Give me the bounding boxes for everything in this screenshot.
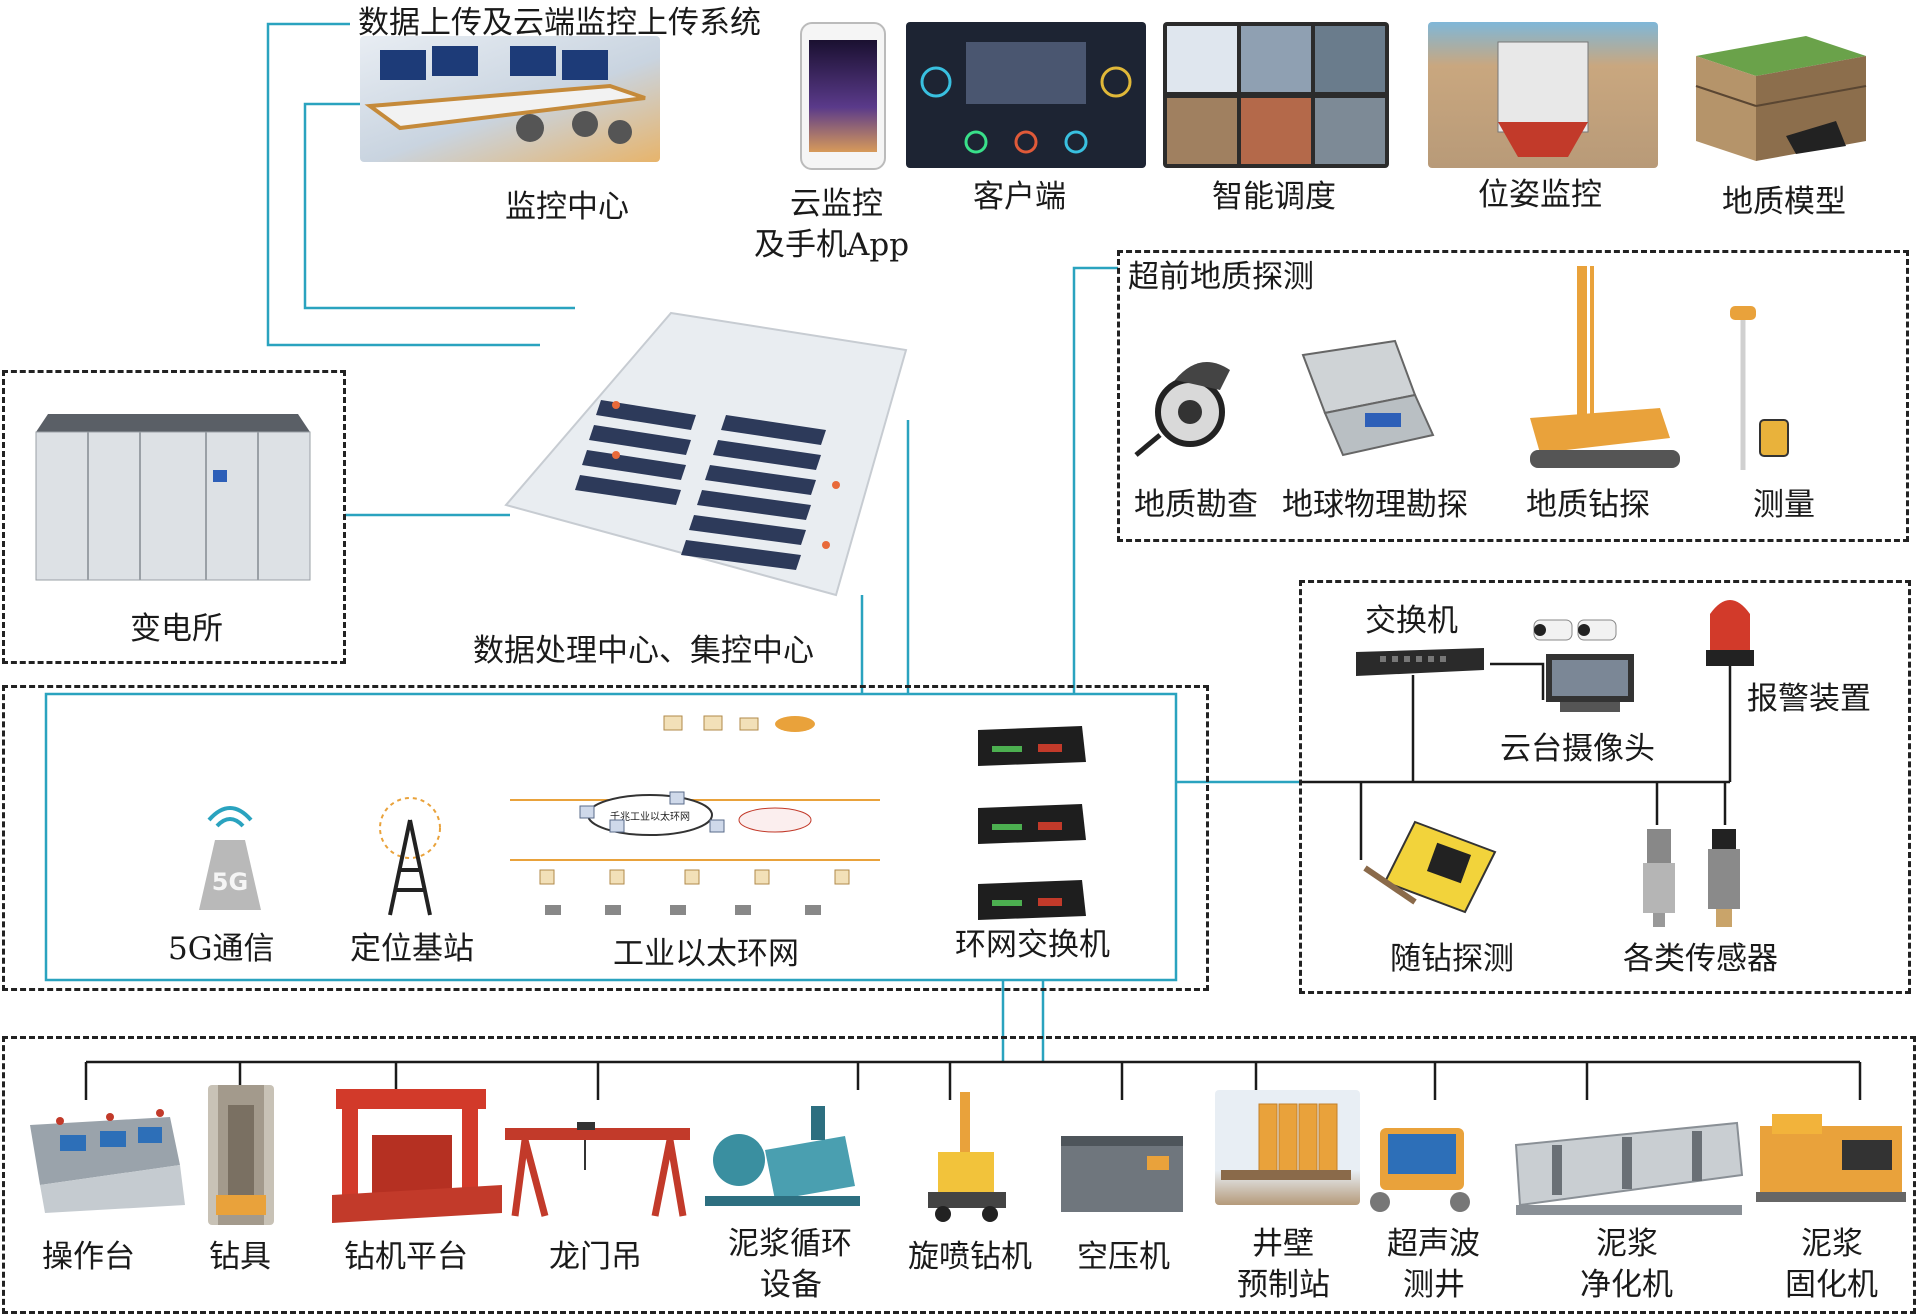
monitor-center-image	[360, 36, 660, 162]
ring-switch-label: 环网交换机	[955, 927, 1110, 963]
smart-dispatch-label: 智能调度	[1212, 179, 1336, 215]
geo-model-label: 地质模型	[1722, 184, 1846, 220]
shaft-wall-station-image	[1215, 1090, 1360, 1205]
ptz-camera-label: 云台摄像头	[1500, 731, 1655, 767]
survey-instrument-image	[1718, 300, 1828, 480]
geophysics-device-image	[1295, 335, 1440, 463]
5g-icon: 5G	[185, 790, 275, 916]
ethernet-ring-label: 工业以太环网	[613, 936, 799, 972]
geo-drilling-label: 地质钻探	[1526, 487, 1650, 523]
sensor-box	[1299, 580, 1911, 994]
pose-monitor-label: 位姿监控	[1478, 177, 1602, 213]
mud-solidifier-image	[1752, 1110, 1910, 1210]
ring-switch-3-image	[972, 876, 1092, 924]
drill-tool-label: 钻具	[209, 1239, 271, 1275]
console-label: 操作台	[42, 1239, 135, 1275]
alarm-label: 报警装置	[1747, 681, 1871, 717]
mud-solid-label-2: 固化机	[1785, 1267, 1878, 1303]
network-box	[2, 685, 1209, 991]
geophysics-label: 地球物理勘探	[1282, 487, 1468, 523]
5g-label: 5G通信	[168, 931, 275, 967]
mwd-label: 随钻探测	[1390, 941, 1514, 977]
upload-system-title: 数据上传及云端监控上传系统	[358, 5, 761, 41]
mud-pump-image	[705, 1100, 860, 1210]
smart-dispatch-image	[1163, 22, 1389, 168]
svg-text:5G: 5G	[212, 868, 248, 896]
substation-box	[2, 370, 346, 664]
air-compressor-image	[1057, 1132, 1187, 1217]
equipment-box	[2, 1036, 1916, 1314]
pose-monitor-image	[1428, 22, 1658, 168]
drill-tool-image	[208, 1085, 274, 1225]
sensor-1-image	[1635, 825, 1683, 930]
mud-circ-label-2: 设备	[760, 1267, 822, 1303]
mud-purifier-image	[1512, 1115, 1747, 1223]
mud-purify-label-1: 泥浆	[1596, 1226, 1658, 1262]
jet-drill-label: 旋喷钻机	[908, 1239, 1032, 1275]
console-image	[20, 1105, 190, 1215]
measurement-label: 测量	[1753, 487, 1815, 523]
jet-drill-image	[918, 1092, 1013, 1227]
mud-purify-label-2: 净化机	[1580, 1267, 1673, 1303]
monitor-center-label: 监控中心	[505, 189, 629, 225]
shaft-wall-label-2: 预制站	[1237, 1267, 1330, 1303]
ring-switch-2-image	[972, 800, 1092, 848]
mud-solid-label-1: 泥浆	[1801, 1226, 1863, 1262]
ultrasonic-label-2: 测井	[1403, 1267, 1465, 1303]
phone-image	[800, 22, 886, 170]
cameras-image	[1530, 610, 1620, 652]
advance-geo-box	[1117, 250, 1909, 542]
drill-platform-image	[332, 1085, 502, 1227]
substation-image	[28, 412, 318, 584]
sensors-label: 各类传感器	[1623, 941, 1778, 977]
base-station-icon	[360, 790, 460, 920]
mwd-device-image	[1355, 812, 1505, 924]
gantry-crane-label: 龙门吊	[549, 1239, 642, 1275]
ultrasonic-label-1: 超声波	[1387, 1226, 1480, 1262]
compass-image	[1130, 350, 1260, 460]
advance-geo-title: 超前地质探测	[1128, 259, 1314, 295]
shaft-wall-label-1: 井壁	[1252, 1226, 1314, 1262]
gantry-crane-image	[505, 1120, 690, 1220]
camera-monitor-image	[1540, 652, 1640, 714]
ultrasonic-logger-image	[1360, 1120, 1480, 1215]
data-center-label: 数据处理中心、集控中心	[473, 633, 814, 669]
switch-image	[1350, 646, 1490, 680]
ring-center-text: 千兆工业以太环网	[610, 810, 690, 823]
drilling-rig-image	[1470, 258, 1720, 478]
ethernet-ring-diagram: 千兆工业以太环网	[510, 710, 890, 925]
alarm-light-image	[1702, 592, 1758, 670]
switch-label: 交换机	[1365, 603, 1458, 639]
cloud-monitor-label-1: 云监控	[790, 186, 883, 222]
client-screen-image	[906, 22, 1146, 168]
mud-circ-label-1: 泥浆循环	[728, 1226, 852, 1262]
ring-switch-1-image	[972, 722, 1092, 770]
cloud-monitor-label-2: 及手机App	[754, 227, 910, 263]
drill-platform-label: 钻机平台	[344, 1239, 468, 1275]
air-compressor-label: 空压机	[1077, 1239, 1170, 1275]
client-label: 客户端	[973, 179, 1066, 215]
sensor-2-image	[1700, 825, 1748, 930]
data-center-image	[496, 305, 916, 605]
base-station-label: 定位基站	[350, 931, 474, 967]
geo-model-image	[1686, 26, 1876, 166]
substation-label: 变电所	[130, 611, 223, 647]
geo-survey-label: 地质勘查	[1134, 487, 1258, 523]
